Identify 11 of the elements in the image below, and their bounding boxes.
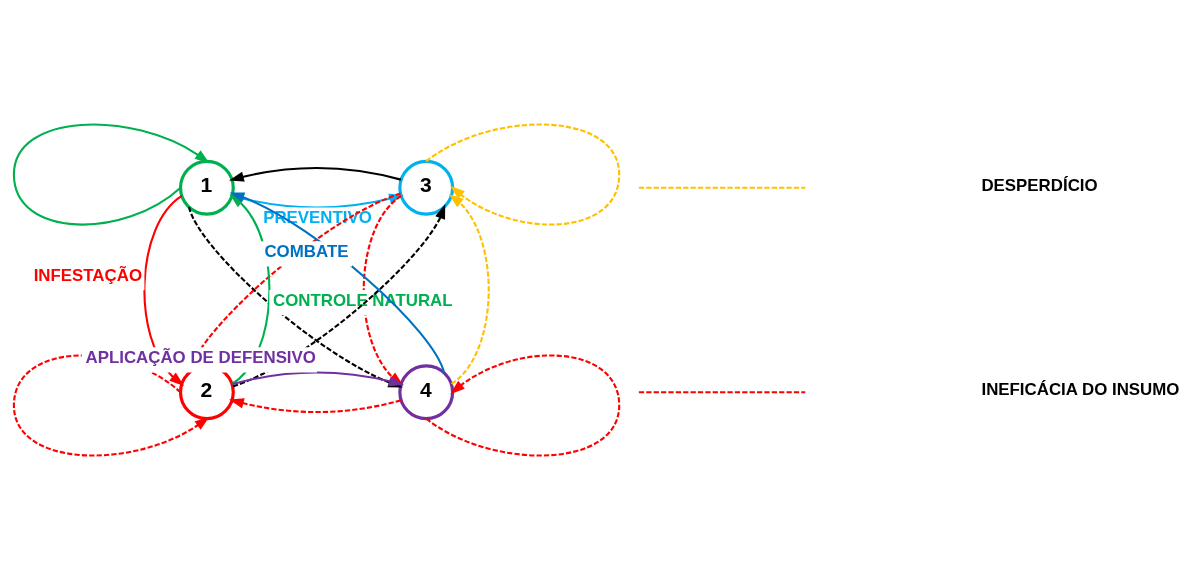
legend-label: INEFICÁCIA DO INSUMO <box>981 379 1180 399</box>
node-circle: 3 <box>398 159 455 216</box>
legend-label: DESPERDÍCIO <box>981 175 1098 195</box>
edge-label: INFESTAÇÃO <box>33 265 143 285</box>
node-circle: 1 <box>178 159 235 216</box>
arrow <box>229 397 402 413</box>
node-circle: 4 <box>398 363 455 420</box>
arrow <box>229 166 402 182</box>
arrow <box>12 123 210 225</box>
arrow <box>448 193 490 385</box>
edge-label: COMBATE <box>264 241 349 261</box>
